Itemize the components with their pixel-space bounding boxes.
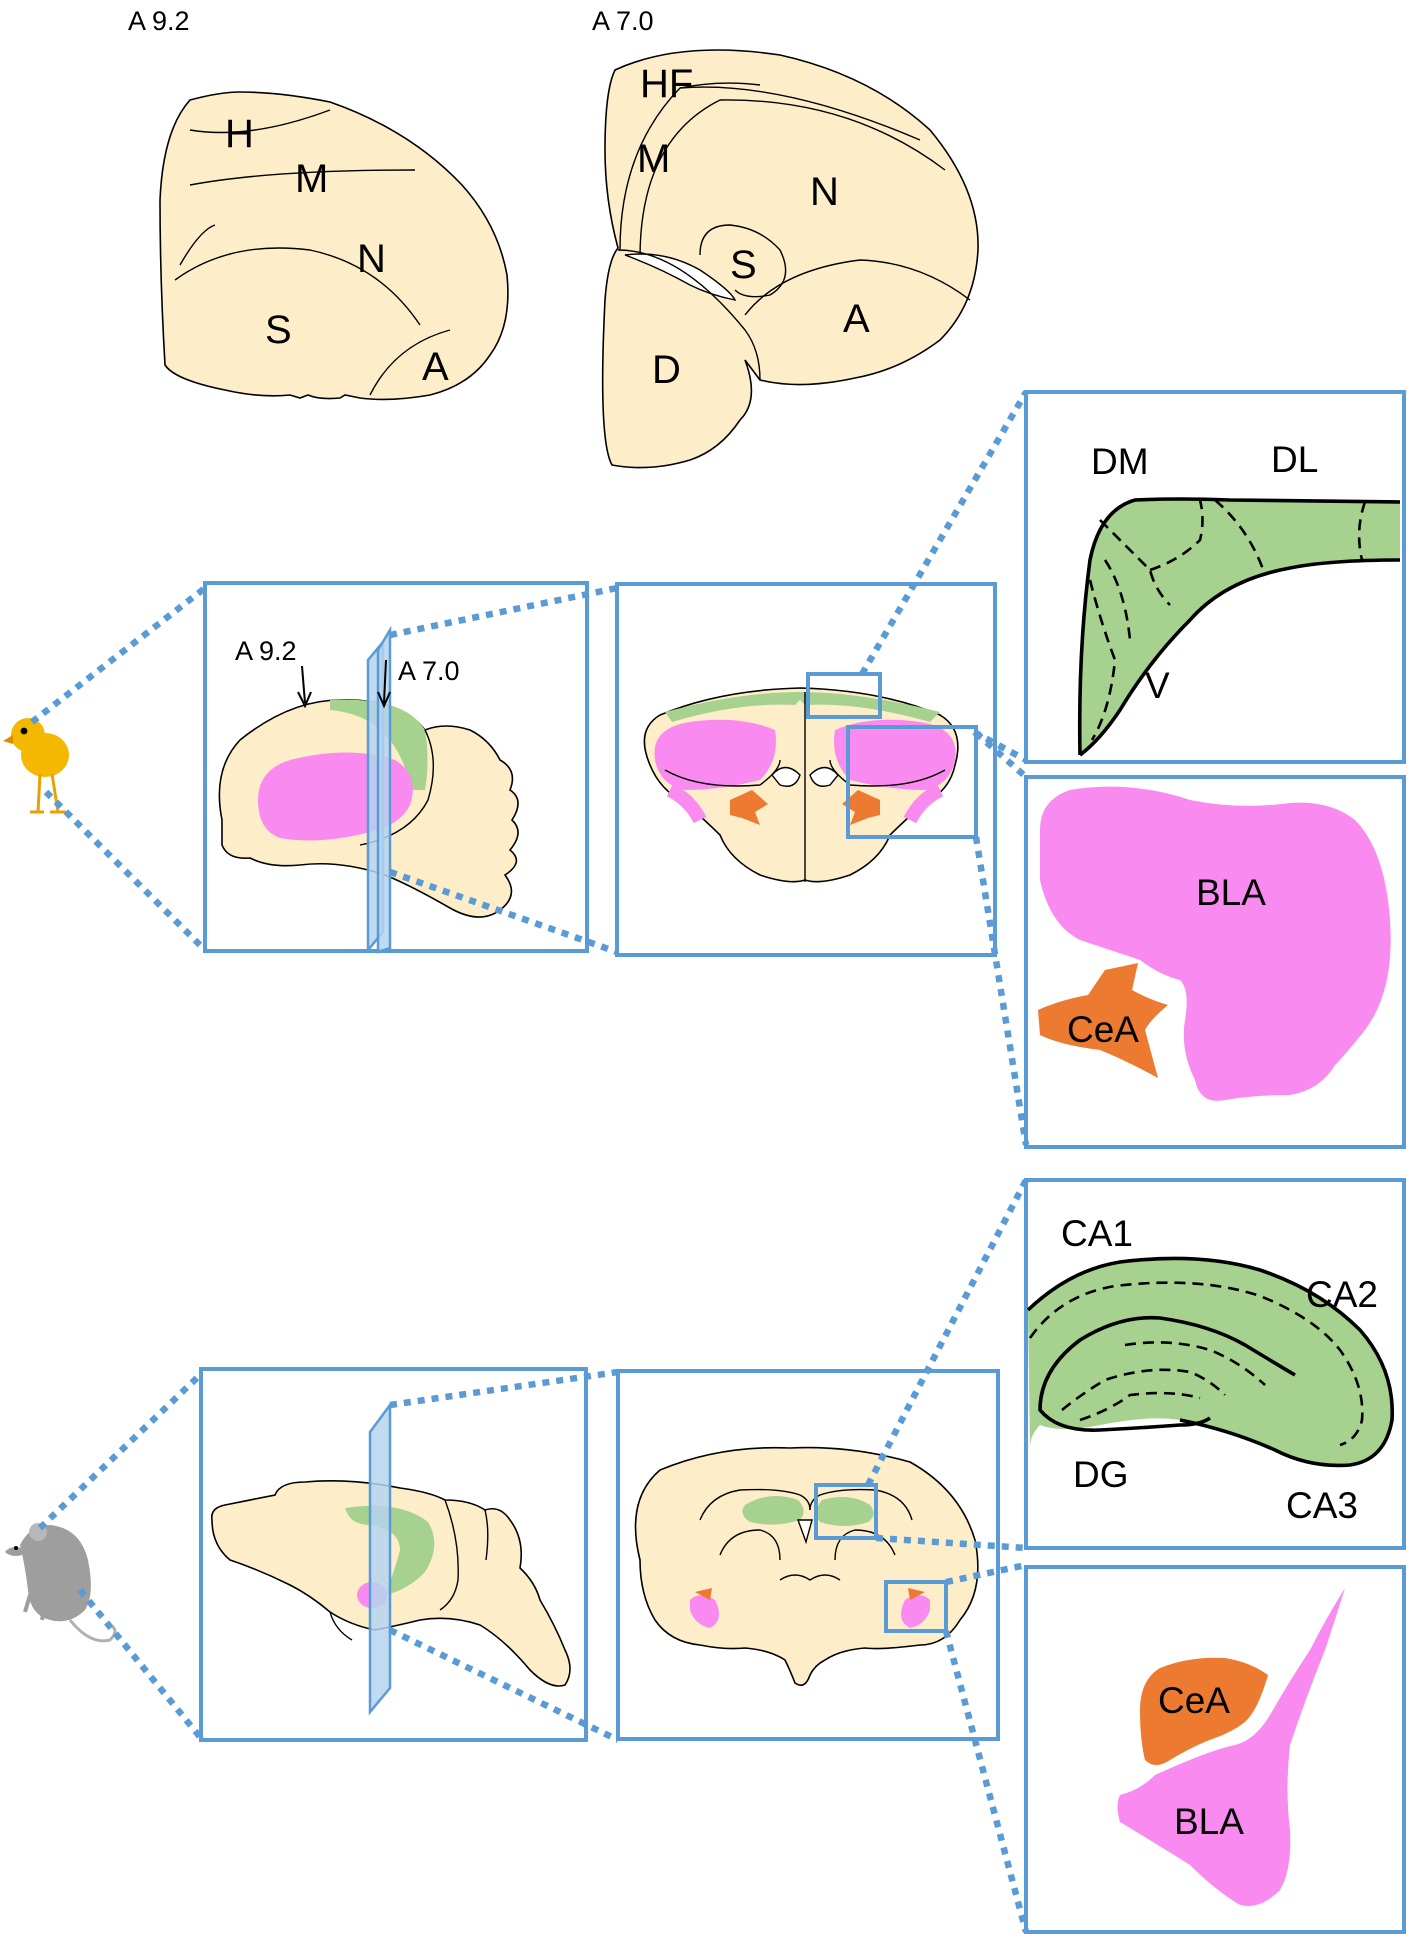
section-a92-lamina-2 xyxy=(189,169,416,186)
section-a70-region-s: S xyxy=(730,243,757,287)
mouse-amygdala-shape xyxy=(1117,1588,1345,1906)
section-a70-lamina-4 xyxy=(719,99,946,171)
chick-coronal-amygdala-box xyxy=(846,725,978,839)
chick-amygdala-shape xyxy=(1038,786,1391,1101)
chick-amygdala-zoom-line xyxy=(973,730,1029,780)
mouse-sagittal-frame xyxy=(199,1367,588,1742)
mouse-coronal-amygdala-box xyxy=(884,1580,948,1633)
mouse-hippocampus-ca2: CA2 xyxy=(1306,1274,1378,1315)
mouse-icon xyxy=(5,1523,117,1643)
chick-hippocampus-dl: DL xyxy=(1271,439,1318,480)
section-a70-level: A 7.0 xyxy=(592,6,654,36)
chick-hippocampus-zoom-panel xyxy=(1024,390,1406,764)
mouse-coronal-hippo-box xyxy=(814,1483,878,1540)
chick-hippocampus-v: V xyxy=(1145,665,1170,706)
mouse-plane-zoom-bottom xyxy=(388,1627,620,1743)
mouse-coronal-brain xyxy=(634,1446,979,1686)
section-a70-region-m: M xyxy=(637,137,670,181)
chick-amygdala-zoom-panel xyxy=(1024,775,1406,1149)
section-a92-region-a: A xyxy=(422,345,449,389)
mouse-hippocampus-shape xyxy=(1026,1256,1395,1468)
chick-amygdala-cea: CeA xyxy=(1067,1009,1139,1050)
section-a92-lamina-3 xyxy=(174,247,421,326)
chick-hippo-zoom-line xyxy=(859,390,1029,676)
chick-coronal-frame xyxy=(615,582,997,957)
chick-coronal-brain xyxy=(643,687,959,883)
mouse-amygdala-cea: CeA xyxy=(1158,1680,1230,1721)
chick-row: A 9.2 A 7.0 xyxy=(3,390,1406,1149)
mouse-plane xyxy=(368,1401,392,1716)
mouse-amygdala-zoom-line-2 xyxy=(942,1630,1030,1933)
section-a70-region-n: N xyxy=(810,170,839,214)
mouse-amygdala-bla: BLA xyxy=(1174,1801,1244,1842)
section-a92-region-h: H xyxy=(225,112,254,156)
chick-coronal-hippo-box xyxy=(806,672,882,719)
section-a70-striatum xyxy=(699,224,787,298)
chick-plane-zoom-top xyxy=(389,584,618,639)
section-a92-lamina-1 xyxy=(189,109,331,134)
chick-sagittal-frame xyxy=(203,581,589,953)
mouse-plane-zoom-top xyxy=(389,1368,619,1409)
chick-sagittal-a92-label: A 9.2 xyxy=(235,636,297,666)
chick-hippo-zoom-line-2 xyxy=(972,729,1028,763)
chick-hippocampus-dm: DM xyxy=(1091,441,1149,482)
mouse-hippocampus-ca1: CA1 xyxy=(1061,1213,1133,1254)
mouse-hippocampus-ca3: CA3 xyxy=(1286,1485,1358,1526)
section-a70-region-a: A xyxy=(843,297,870,341)
chick-hippocampus-shape xyxy=(1077,497,1401,757)
section-a70-lamina-2 xyxy=(639,99,721,259)
mouse-hippocampus-dg: DG xyxy=(1073,1454,1129,1495)
section-a92-region-m: M xyxy=(295,157,328,201)
section-a92-outline xyxy=(159,91,509,401)
chick-zoom-line-bottom xyxy=(43,789,208,953)
section-a70-region-hf: HF xyxy=(640,62,693,106)
chick-zoom-line-top xyxy=(30,585,207,725)
chick-plane-zoom-bottom xyxy=(388,868,619,956)
chick-amygdala-zoom-line-2 xyxy=(972,836,1030,1146)
chick-arrow-a92-head xyxy=(297,691,312,709)
mouse-amygdala-zoom-panel xyxy=(1024,1565,1406,1934)
section-a70-region-d: D xyxy=(652,348,681,392)
section-a70: A 7.0 HF M N S A D xyxy=(592,6,979,469)
section-a70-lamina-5 xyxy=(744,259,971,316)
chick-arrow-a70-head xyxy=(377,691,391,709)
mouse-hippocampus-zoom-panel xyxy=(1024,1178,1406,1550)
section-a92-region-n: N xyxy=(357,237,386,281)
section-a92-lamina-4 xyxy=(369,329,451,396)
section-a70-lamina-1 xyxy=(619,82,761,251)
section-a70-d-border xyxy=(617,249,761,381)
section-a92-lamina-5 xyxy=(179,224,216,266)
chick-arrow-a92 xyxy=(301,665,306,704)
section-a92: A 9.2 H M N S A xyxy=(128,6,509,401)
section-a92-region-s: S xyxy=(265,308,292,352)
mouse-zoom-line-top xyxy=(37,1372,203,1531)
chick-icon xyxy=(3,718,69,814)
chick-plane-a70 xyxy=(376,625,392,954)
chick-arrow-a70 xyxy=(383,659,387,704)
mouse-coronal-frame xyxy=(616,1369,1000,1741)
section-a92-level: A 9.2 xyxy=(128,6,190,36)
section-a70-ventricle xyxy=(624,253,737,301)
mouse-hippo-zoom-line xyxy=(865,1178,1029,1487)
chick-amygdala-bla: BLA xyxy=(1196,872,1266,913)
mouse-row: CA1 CA2 DG CA3 CeA BLA xyxy=(5,1178,1406,1934)
mouse-hippo-zoom-line-2 xyxy=(875,1534,1027,1552)
chick-sagittal-a70-label: A 7.0 xyxy=(398,656,460,686)
mouse-zoom-line-bottom xyxy=(77,1587,203,1740)
section-a70-lamina-3 xyxy=(679,86,921,141)
